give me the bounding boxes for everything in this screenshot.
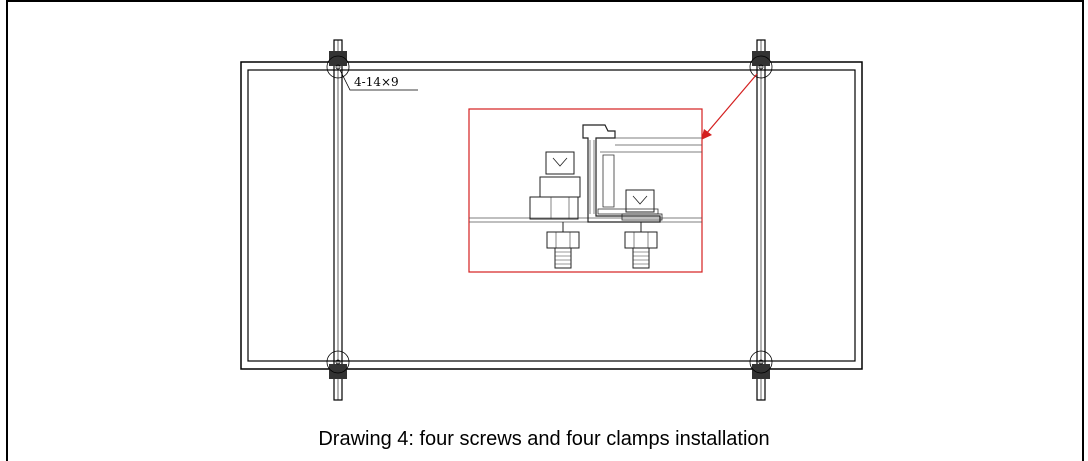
- figure-caption: Drawing 4: four screws and four clamps i…: [318, 428, 770, 450]
- panel-outer-frame: [240, 61, 863, 370]
- frame-top-border: [6, 0, 1084, 2]
- dimension-callout: 4-14×9: [339, 69, 418, 91]
- clamp-bottom-left: [326, 350, 350, 379]
- detail-leader-arrow: [701, 73, 758, 140]
- frame-right-border: [1082, 0, 1084, 461]
- clamp-top-left: [326, 51, 350, 79]
- clamp-top-right: [749, 51, 773, 79]
- detail-box: [468, 108, 703, 273]
- panel-inner-frame: [247, 69, 856, 362]
- dimension-label: 4-14×9: [354, 75, 399, 89]
- right-mounting-rail: [756, 39, 766, 401]
- clamp-bottom-right: [749, 350, 773, 379]
- left-mounting-rail: [333, 39, 343, 401]
- frame-left-border: [6, 0, 8, 461]
- clamp-detail-view: [468, 108, 703, 273]
